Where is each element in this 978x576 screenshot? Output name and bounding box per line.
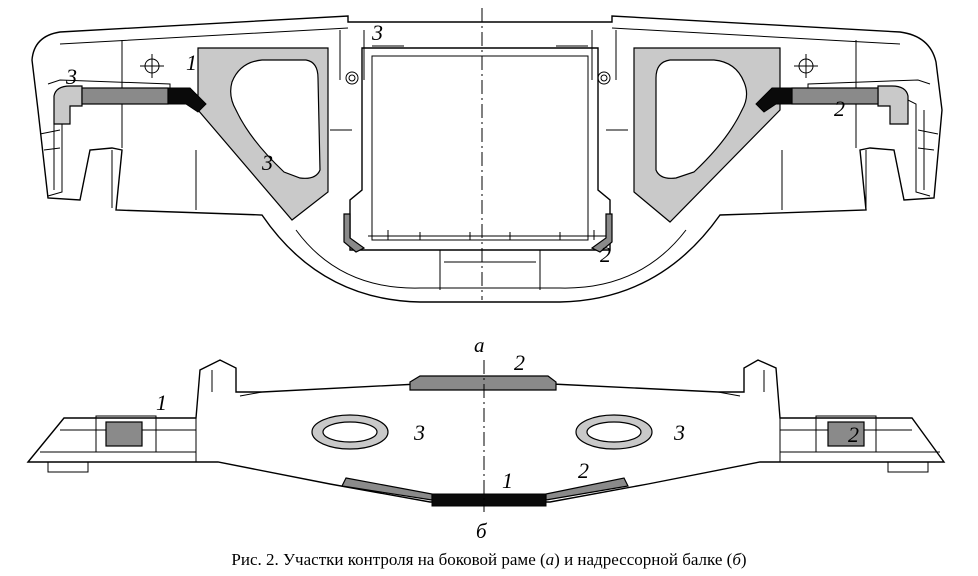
zone-2-right-box [827,421,865,447]
label-a-3-window: 3 [261,150,273,175]
zone-left-bar [81,87,169,105]
zone-1-left-box [105,421,143,447]
side-frame-drawing: 3 1 3 3 2 2 а [31,8,943,357]
figure-caption: Рис. 2. Участки контроля на боковой раме… [231,550,747,569]
label-b-1-left: 1 [156,390,167,415]
caption-part-a: а [545,550,555,569]
zone-1-left [167,87,207,113]
zone-2-bottom-right [590,213,613,253]
label-a-3-center: 3 [371,20,383,45]
zone-2-top-plate [409,375,557,391]
label-a-2-bottom: 2 [600,242,611,267]
caption-part-b: б [732,550,741,569]
label-b-1-bottom: 1 [502,468,513,493]
label-b-3-right: 3 [673,420,685,445]
label-a-1-top: 1 [186,50,197,75]
zone-2-right-corner [877,85,909,125]
zone-right-join [755,87,793,113]
side-frame-outline [31,15,943,303]
label-a-3-outer: 3 [65,64,77,89]
zone-2-bottom-right-plate [545,477,629,501]
zone-1-bottom-plate [431,493,547,507]
sublabel-b: б [476,519,488,543]
label-b-3-left: 3 [413,420,425,445]
label-b-2-right: 2 [848,422,859,447]
label-b-2-top: 2 [514,350,525,375]
bolster-beam-drawing: 2 1 3 3 2 1 2 б [26,350,946,543]
zone-3-left-corner [53,85,83,125]
sublabel-a: а [474,333,485,357]
label-b-2-bottom: 2 [578,458,589,483]
label-a-2-outer: 2 [834,96,845,121]
zone-2-bottom-left [343,213,366,253]
